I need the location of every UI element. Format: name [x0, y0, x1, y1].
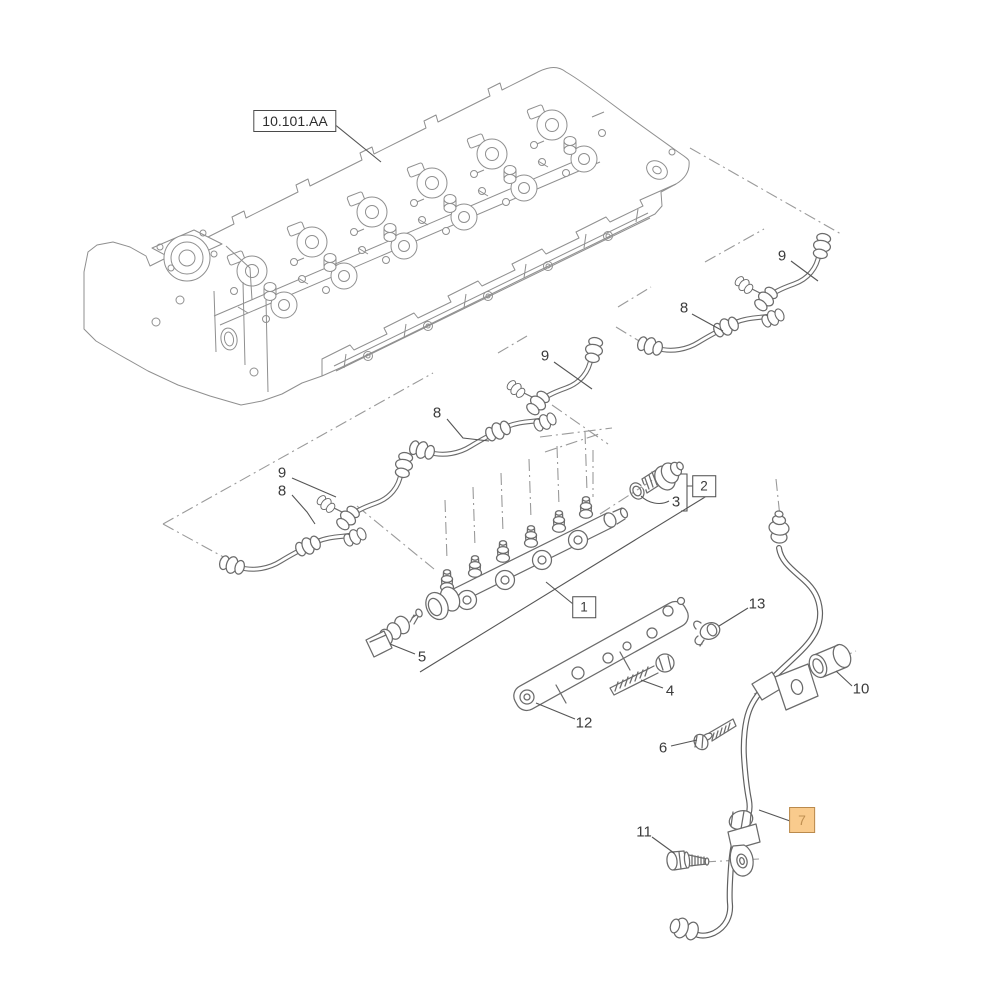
- callout-8-2[interactable]: 8: [432, 404, 442, 422]
- callout-12[interactable]: 12: [575, 714, 593, 732]
- pressure-sensor-5: [365, 608, 423, 658]
- callout-8-3[interactable]: 8: [277, 482, 287, 500]
- clip-13: [693, 620, 721, 647]
- mounting-plate-12: [513, 596, 689, 712]
- fuel-pipe-7: [669, 510, 824, 941]
- callout-10[interactable]: 10: [852, 680, 870, 698]
- callout-3[interactable]: 3: [671, 493, 681, 511]
- relief-valve-fitting-2: [641, 461, 684, 494]
- cylinder-head-drawing: [83, 67, 690, 406]
- callout-8[interactable]: 8: [679, 299, 689, 317]
- callout-6[interactable]: 6: [658, 739, 668, 757]
- callout-1[interactable]: 1: [572, 596, 596, 618]
- callout-11[interactable]: 11: [636, 823, 652, 841]
- leader-lines: [291, 122, 853, 854]
- fuel-rail-assembly: [365, 496, 629, 658]
- callout-7[interactable]: 7: [789, 807, 815, 833]
- callout-13[interactable]: 13: [748, 595, 766, 613]
- screw-4: [609, 653, 675, 696]
- seal-ring-3: [629, 482, 648, 500]
- callout-4[interactable]: 4: [665, 682, 675, 700]
- bolt-6: [693, 718, 737, 751]
- callout-5[interactable]: 5: [417, 648, 427, 666]
- callout-9-2[interactable]: 9: [540, 347, 550, 365]
- reference-box[interactable]: 10.101.AA: [253, 110, 337, 132]
- callout-9[interactable]: 9: [777, 247, 787, 265]
- bushing-10: [808, 643, 852, 679]
- bolt-11: [666, 850, 710, 871]
- callout-9-3[interactable]: 9: [277, 464, 287, 482]
- callout-2[interactable]: 2: [692, 475, 716, 497]
